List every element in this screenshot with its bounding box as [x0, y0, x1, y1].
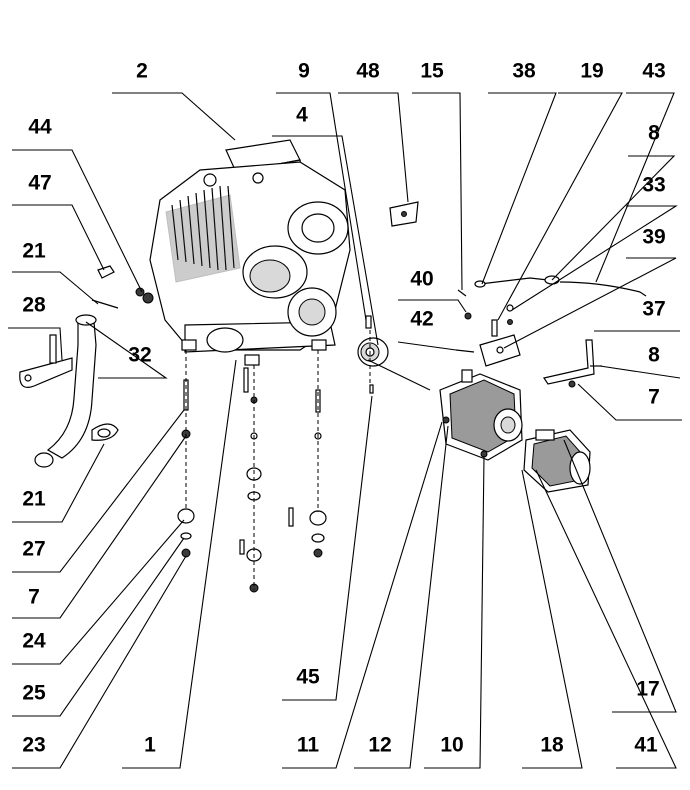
callout-47: 47	[28, 172, 51, 195]
callout-4: 4	[296, 104, 308, 127]
callout-7-left: 7	[28, 586, 40, 609]
callout-10: 10	[440, 734, 463, 757]
callout-39: 39	[642, 226, 665, 249]
callout-19: 19	[580, 60, 603, 83]
callout-8-upper: 8	[648, 122, 660, 145]
hydraulic-pump	[439, 369, 523, 461]
callout-44: 44	[28, 116, 52, 139]
pulley	[357, 315, 389, 394]
assembly-axes	[185, 330, 371, 590]
mount-stack-2	[239, 367, 262, 593]
callout-labels: 2 9 48 15 38 19 43 4 44 8 47 33 39 21 40…	[22, 60, 665, 757]
callout-11: 11	[297, 734, 320, 757]
callout-9: 9	[298, 60, 310, 83]
callout-18: 18	[540, 734, 564, 757]
linkage-bolts	[455, 289, 514, 353]
callout-23: 23	[22, 734, 45, 757]
leader-lines	[8, 92, 682, 769]
small-bracket	[389, 201, 419, 227]
control-bracket	[479, 319, 521, 367]
left-hardware	[91, 265, 145, 309]
callout-45: 45	[296, 666, 320, 689]
callout-41: 41	[634, 734, 658, 757]
callout-27: 27	[22, 538, 45, 561]
callout-17: 17	[636, 678, 659, 701]
callout-25: 25	[22, 682, 46, 705]
callout-8-lower: 8	[648, 344, 660, 367]
callout-48: 48	[356, 60, 380, 83]
mount-stack-3	[288, 507, 294, 527]
callout-12: 12	[368, 734, 391, 757]
engine-assembly	[142, 139, 351, 366]
callout-21-lower: 21	[22, 488, 46, 511]
callout-38: 38	[512, 60, 536, 83]
callout-21-upper: 21	[22, 240, 46, 263]
callout-40: 40	[410, 268, 433, 291]
callout-28: 28	[22, 294, 46, 317]
callout-15: 15	[420, 60, 444, 83]
callout-33: 33	[642, 174, 665, 197]
exhaust-pipe	[34, 314, 97, 468]
callout-37: 37	[642, 298, 665, 321]
callout-1: 1	[144, 734, 156, 757]
callout-2: 2	[136, 60, 148, 83]
right-bracket	[543, 339, 602, 388]
pipe-clamp	[91, 423, 119, 441]
callout-24: 24	[22, 630, 46, 653]
exhaust-bracket	[19, 334, 73, 388]
callout-43: 43	[642, 60, 665, 83]
callout-7-right: 7	[648, 386, 660, 409]
auxiliary-pump	[523, 429, 591, 493]
callout-42: 42	[410, 308, 433, 331]
callout-32: 32	[128, 344, 151, 367]
